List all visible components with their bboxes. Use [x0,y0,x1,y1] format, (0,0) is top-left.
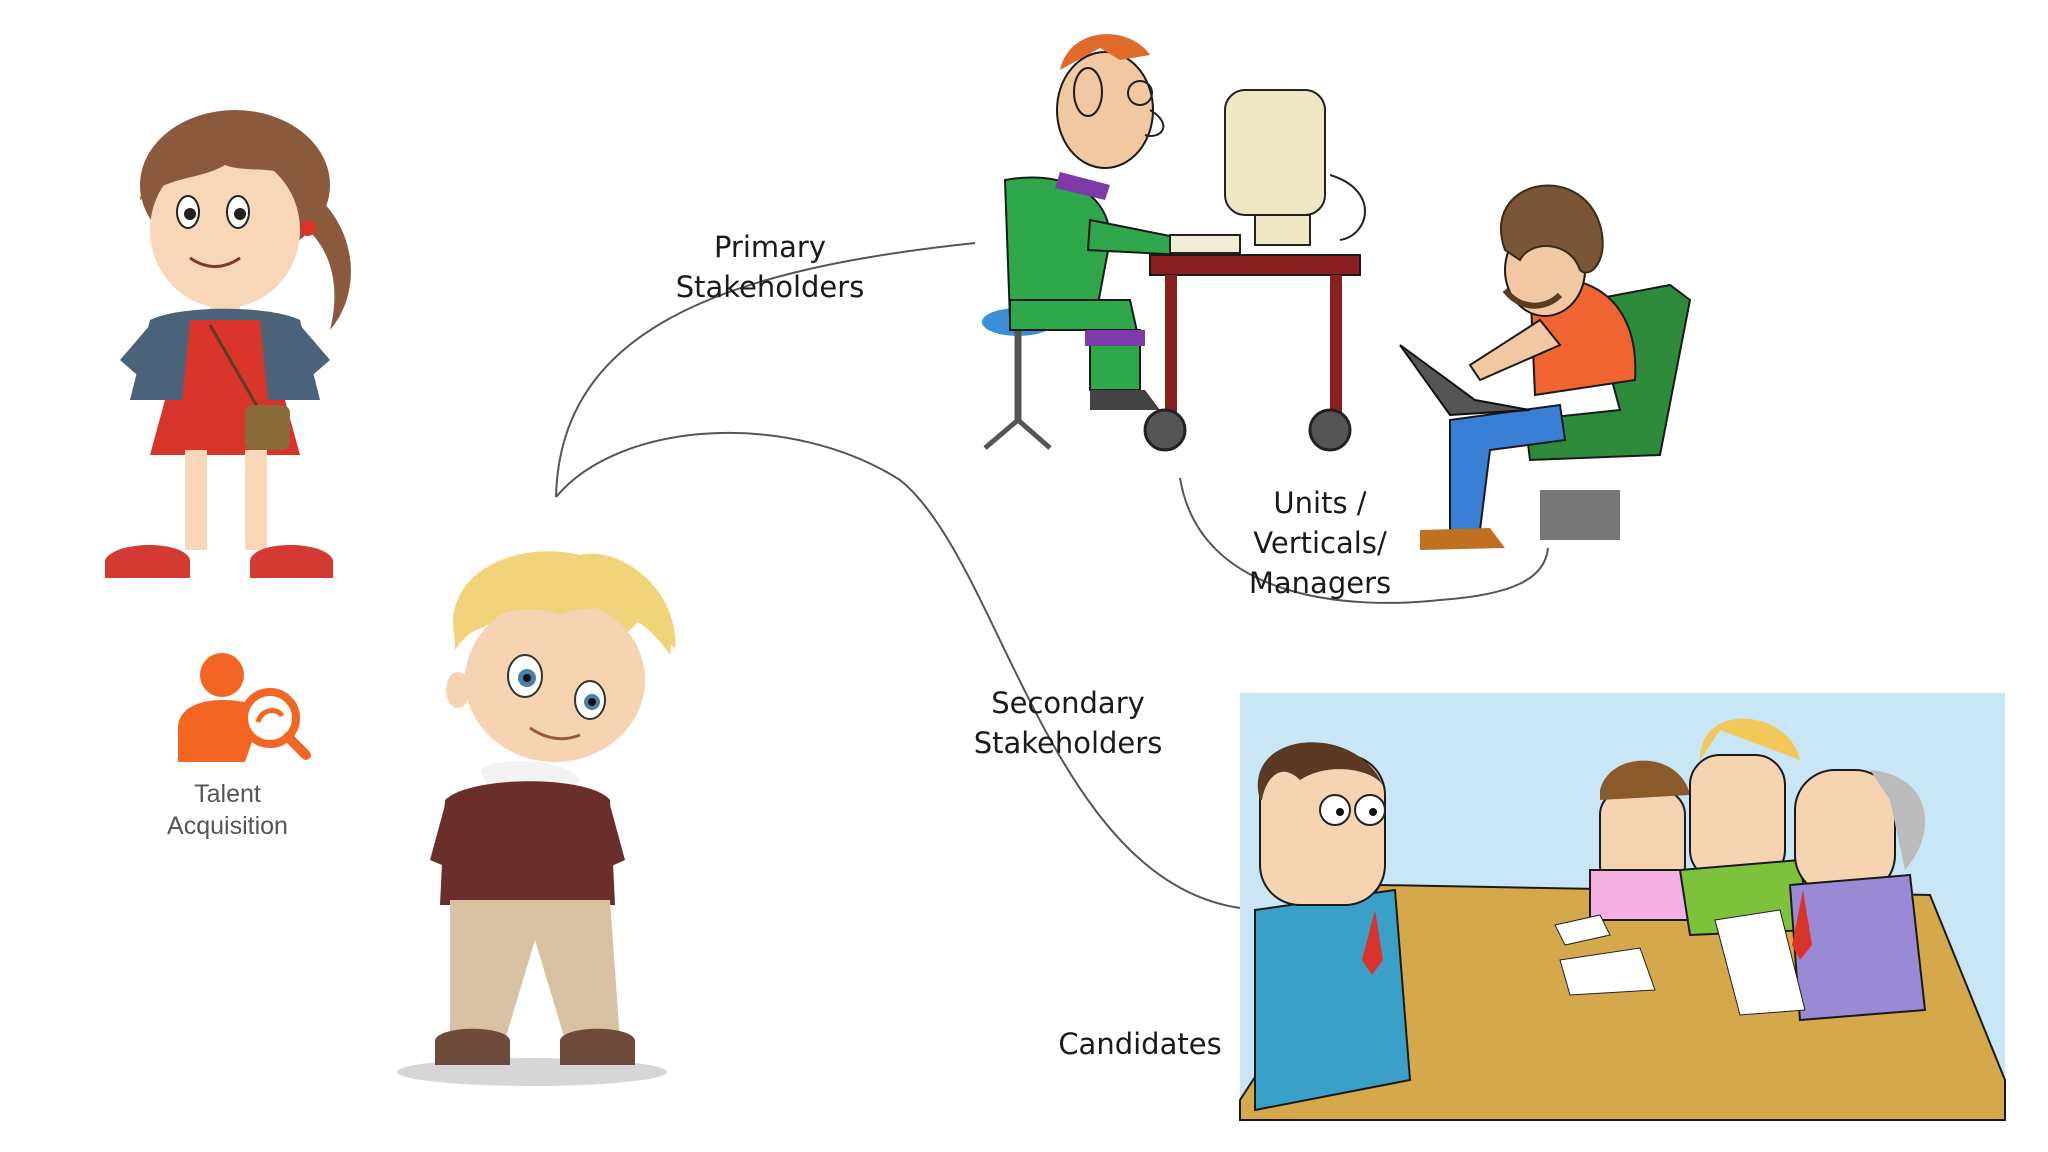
connector-units [1179,477,1549,604]
candidates-illustration [1239,693,2006,1121]
girl-illustration [105,110,351,578]
secondary-label-line1: Secondary [991,686,1145,720]
connector-primary [555,242,976,498]
units-label-line3: Managers [1248,566,1392,600]
primary-label-line2: Stakeholders [675,270,865,304]
talent-acquisition-label: Talent Acquisition [140,778,315,842]
talent-label-line2: Acquisition [167,812,288,840]
person-search-icon [178,653,311,762]
connector-secondary [555,432,1241,909]
primary-label-line1: Primary [713,230,827,264]
units-managers-illustration [1399,184,1692,550]
primary-stakeholder-illustration [982,34,1366,452]
units-label-line2: Verticals/ [1253,526,1387,560]
secondary-stakeholders-label: Secondary Stakeholders [958,683,1178,763]
connector-lines [555,242,1549,909]
talent-label-line1: Talent [194,780,261,808]
units-verticals-managers-label: Units / Verticals/ Managers [1220,483,1420,603]
boy-illustration [397,551,676,1086]
candidates-label: Candidates [1058,1027,1222,1061]
secondary-label-line2: Stakeholders [973,726,1163,760]
units-label-line1: Units / [1273,486,1367,520]
primary-stakeholders-label: Primary Stakeholders [660,227,880,307]
